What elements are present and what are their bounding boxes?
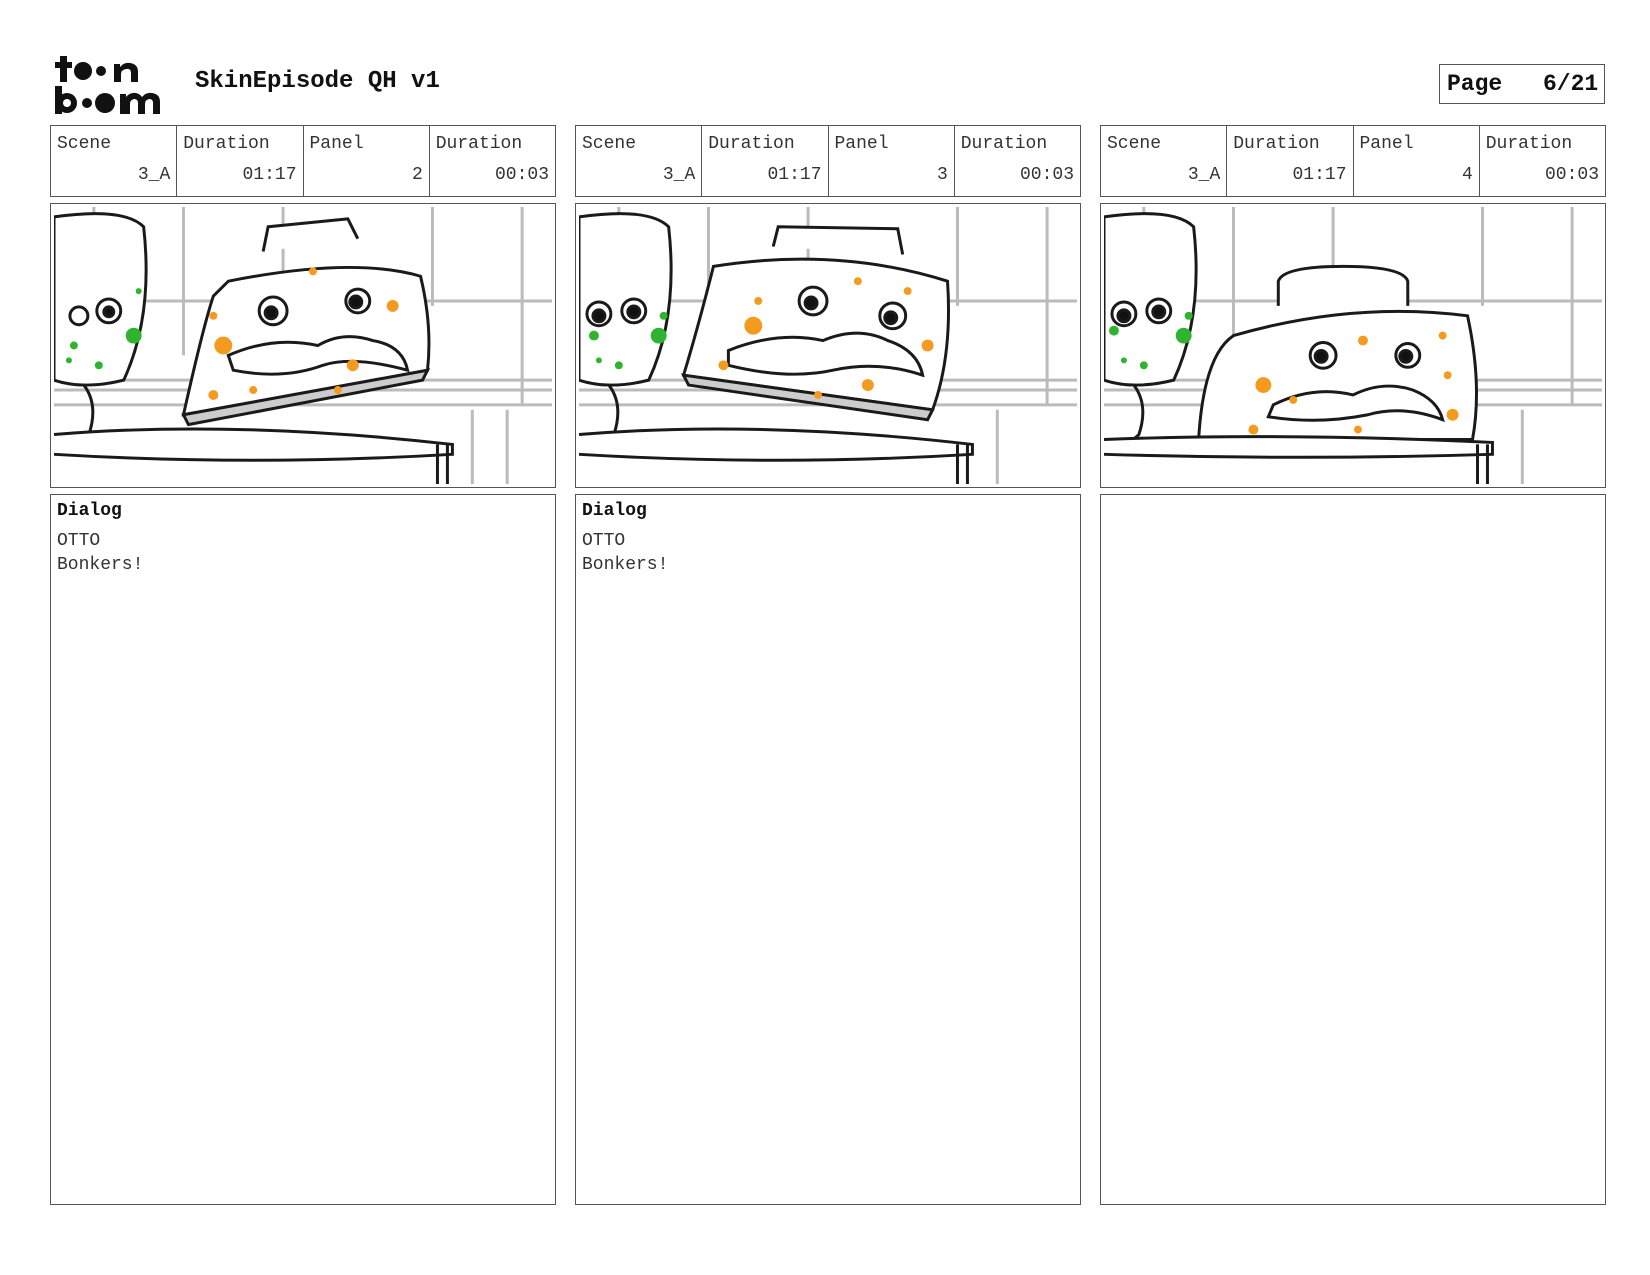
panel-duration-value: 00:03 — [1019, 165, 1074, 185]
scene-label: Scene — [1107, 134, 1162, 154]
panel-duration-value: 00:03 — [1544, 165, 1599, 185]
panel-value: 3 — [936, 165, 948, 185]
scene-label: Scene — [582, 134, 637, 154]
duration-label: Duration — [183, 134, 270, 154]
panel-info-row: Scene 3_A Duration 01:17 Panel 3 Duratio… — [575, 125, 1081, 197]
panel-cell: Panel 3 — [829, 126, 955, 196]
panel-info-row: Scene 3_A Duration 01:17 Panel 2 Duratio… — [50, 125, 556, 197]
dialog-character: OTTO — [582, 531, 626, 551]
scene-label: Scene — [57, 134, 112, 154]
scene-duration-value: 01:17 — [767, 165, 822, 185]
project-title: SkinEpisode QH v1 — [195, 68, 440, 95]
panel-value: 4 — [1461, 165, 1473, 185]
scene-value: 3_A — [662, 165, 696, 185]
dialog-text: Bonkers! — [582, 555, 669, 575]
scene-value: 3_A — [1187, 165, 1221, 185]
duration-label: Duration — [435, 134, 523, 154]
scene-cell: Scene 3_A — [51, 126, 178, 196]
panel-duration-cell: Duration 00:03 — [430, 126, 555, 196]
storyboard-panel-column: Scene 3_A Duration 01:17 Panel 3 Duratio… — [575, 125, 1081, 1205]
page-indicator: Page 6/21 — [1439, 64, 1605, 104]
panel-label: Panel — [1359, 134, 1414, 154]
page-number: 6/21 — [1543, 71, 1599, 97]
toon-boom-logo-icon — [55, 56, 160, 114]
panel-cell: Panel 4 — [1354, 126, 1480, 196]
storyboard-image[interactable] — [50, 203, 556, 488]
panel-info-row: Scene 3_A Duration 01:17 Panel 4 Duratio… — [1100, 125, 1606, 197]
scene-duration-cell: Duration 01:17 — [702, 126, 829, 196]
dialog-title: Dialog — [57, 501, 122, 521]
storyboard-image[interactable] — [575, 203, 1081, 488]
scene-duration-cell: Duration 01:17 — [1227, 126, 1354, 196]
sketch-toaster-tilted-right — [579, 207, 1077, 484]
storyboard-panel-column: Scene 3_A Duration 01:17 Panel 4 Duratio… — [1100, 125, 1606, 1205]
scene-cell: Scene 3_A — [1101, 126, 1228, 196]
page-label: Page — [1447, 71, 1503, 97]
scene-value: 3_A — [137, 165, 171, 185]
sketch-toaster-tilted-left — [54, 207, 552, 484]
panel-label: Panel — [834, 134, 889, 154]
dialog-box[interactable]: Dialog OTTO Bonkers! — [575, 494, 1081, 1205]
dialog-box[interactable]: Dialog OTTO Bonkers! — [50, 494, 556, 1205]
panel-cell: Panel 2 — [304, 126, 430, 196]
duration-label: Duration — [1233, 134, 1320, 154]
scene-cell: Scene 3_A — [576, 126, 703, 196]
dialog-title: Dialog — [582, 501, 647, 521]
storyboard-panel-column: Scene 3_A Duration 01:17 Panel 2 Duratio… — [50, 125, 556, 1205]
scene-duration-value: 01:17 — [1292, 165, 1347, 185]
duration-label: Duration — [960, 134, 1048, 154]
sketch-toaster-upright — [1104, 207, 1602, 484]
dialog-box[interactable] — [1100, 494, 1606, 1205]
dialog-text: Bonkers! — [57, 555, 144, 575]
panel-duration-cell: Duration 00:03 — [1480, 126, 1605, 196]
panel-duration-value: 00:03 — [494, 165, 549, 185]
duration-label: Duration — [1485, 134, 1573, 154]
dialog-character: OTTO — [57, 531, 101, 551]
toon-boom-logo — [54, 52, 172, 116]
scene-duration-cell: Duration 01:17 — [177, 126, 304, 196]
storyboard-image[interactable] — [1100, 203, 1606, 488]
duration-label: Duration — [708, 134, 795, 154]
scene-duration-value: 01:17 — [242, 165, 297, 185]
panel-label: Panel — [309, 134, 364, 154]
panel-value: 2 — [411, 165, 423, 185]
panel-duration-cell: Duration 00:03 — [955, 126, 1080, 196]
